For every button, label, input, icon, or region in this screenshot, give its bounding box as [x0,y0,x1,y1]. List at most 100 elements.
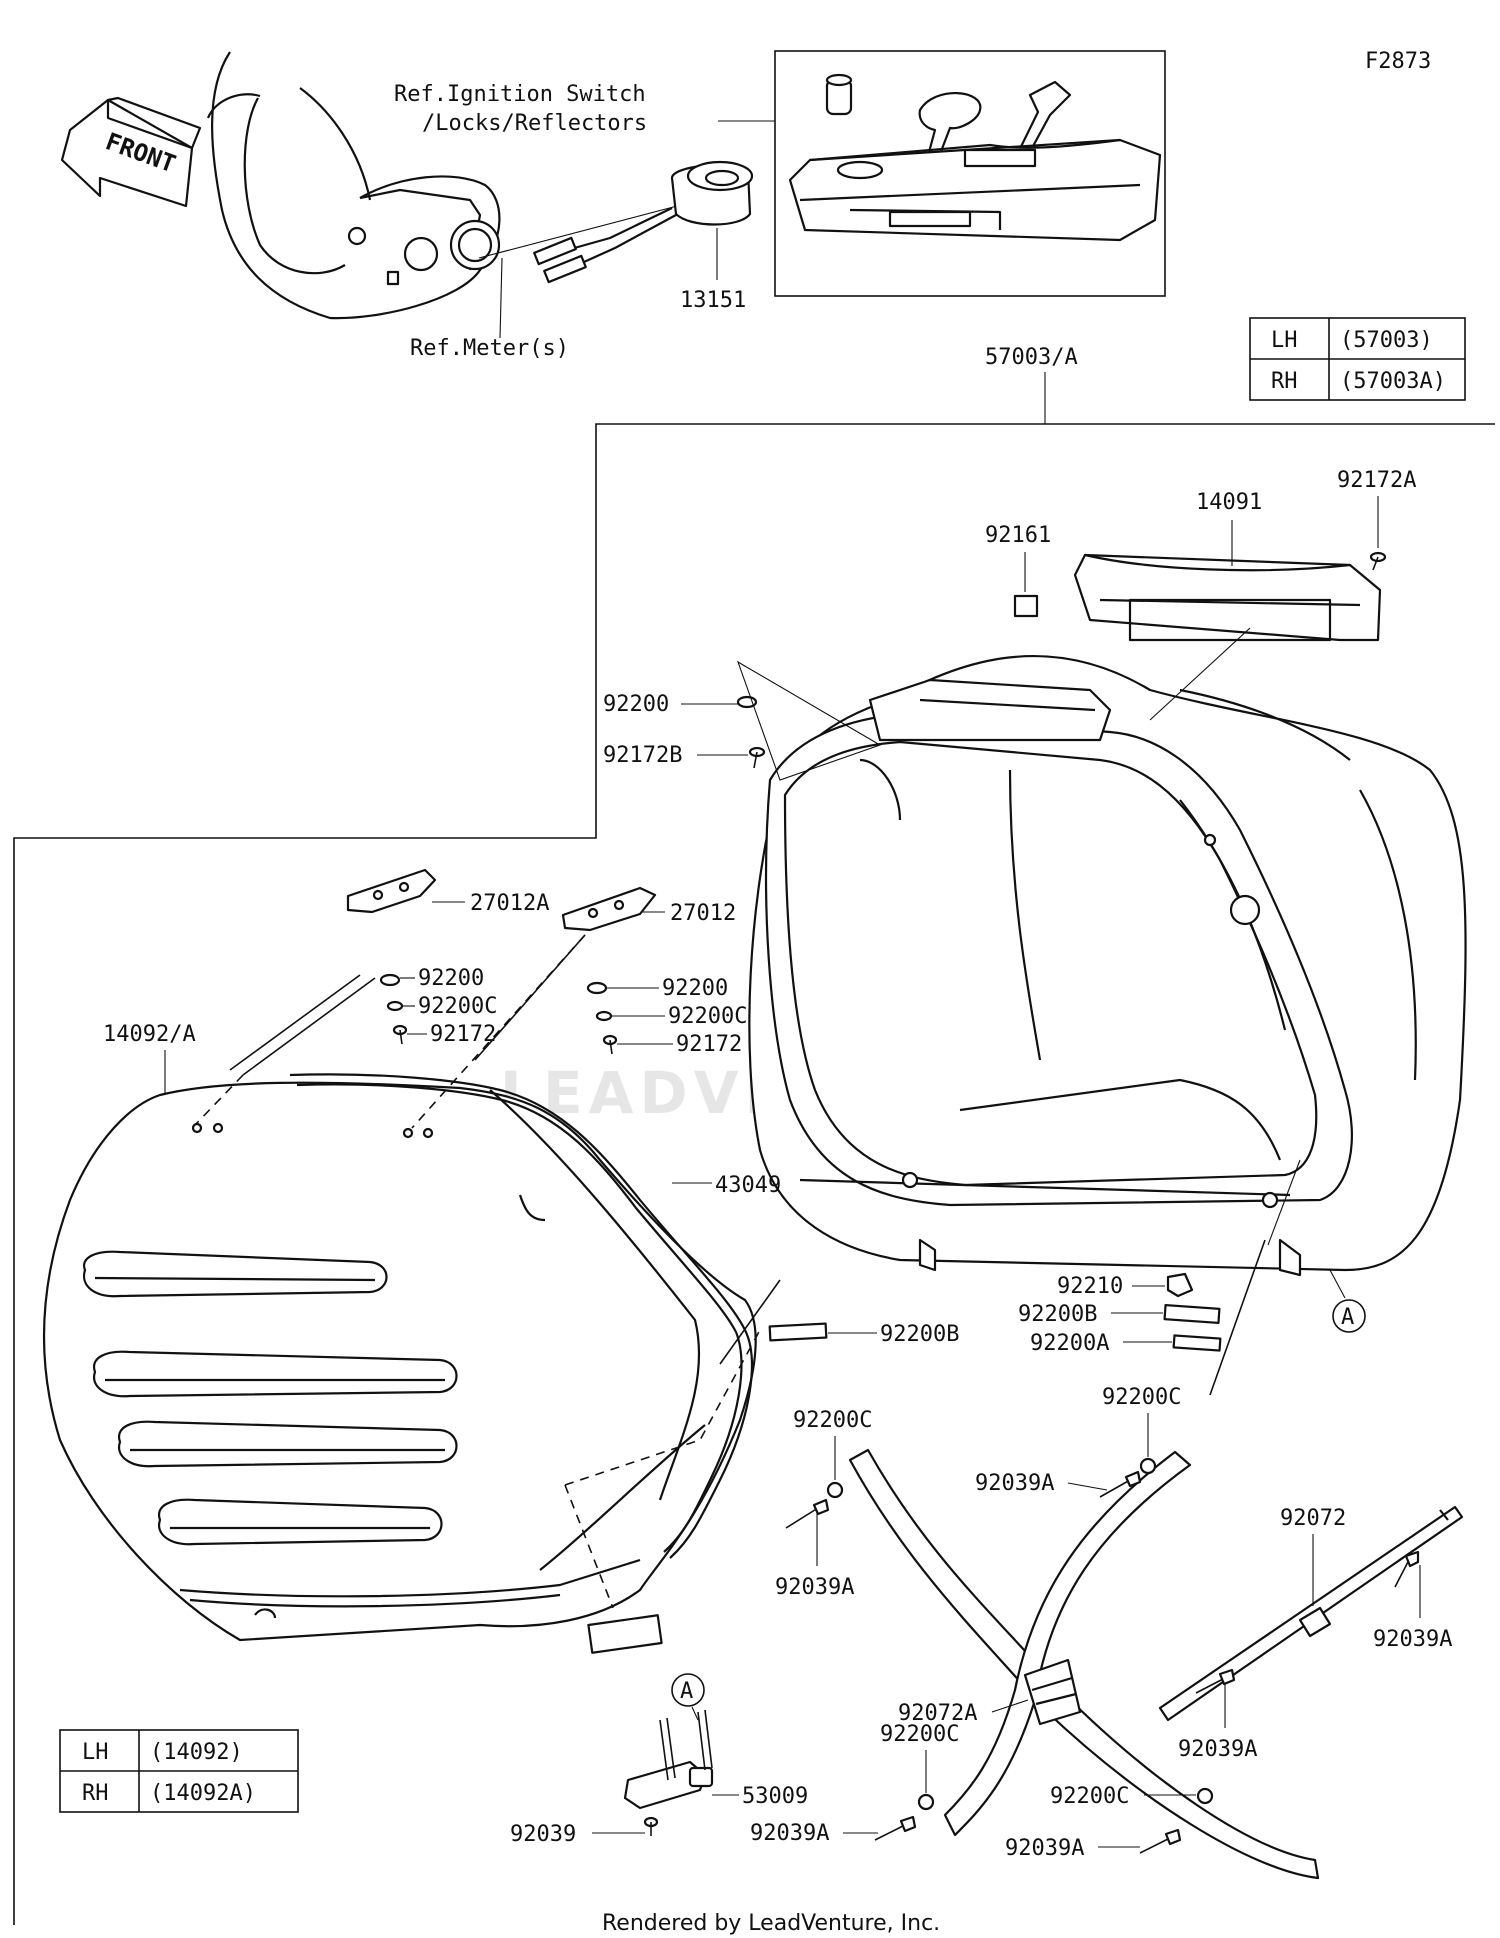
part-92200C-right-label: 92200C [1102,1385,1181,1410]
figure-code: F2873 [1365,49,1431,74]
part-92200C-bot2-label: 92200C [1050,1784,1129,1809]
rivet-92039A-low-illustration [1195,1668,1236,1694]
strap-92072A-illustration [848,1448,1320,1880]
case-table-rh-part: (57003A) [1340,369,1446,394]
saddlebag-case-illustration [748,655,1467,1277]
part-27012-label: 27012 [670,901,736,926]
guide-line [229,974,361,1071]
part-92039A-bot2-label: 92039A [1005,1836,1084,1861]
reflector-illustration [1073,553,1382,642]
part-43049-label: 43049 [715,1173,781,1198]
front-direction-arrow: FRONT [60,96,202,208]
part-92200C-right-label: 92200C [668,1004,747,1029]
part-92039A-low-label: 92039A [1178,1737,1257,1762]
callout-a-hinge [671,1673,705,1707]
guide-line [564,1484,614,1609]
trunk-housing-reference-illustration [788,138,1162,242]
plate-92200B-lid-illustration [768,1322,828,1342]
case-table-lh-side: LH [1271,328,1298,353]
ref-ignition-label-line2: /Locks/Reflectors [422,111,647,136]
part-92039A-right-label: 92039A [975,1471,1054,1496]
ref-ignition-label-line1: Ref.Ignition Switch [394,82,646,107]
part-92172-right-label: 92172 [676,1032,742,1057]
guide-line [411,934,586,1129]
part-92200C-mid-label: 92200C [793,1408,872,1433]
hinge-plate-27012-illustration [561,886,657,932]
lock-cylinder-illustration [825,73,853,116]
lid-side-table: LH (14092) RH (14092A) [59,1729,299,1813]
part-92161-label: 92161 [985,523,1051,548]
part-13151-label: 13151 [680,288,746,313]
part-92200-left-label: 92200 [418,966,484,991]
part-14091-label: 14091 [1196,490,1262,515]
screw-92172B-illustration [748,746,766,769]
guide-line [719,1279,781,1365]
case-table-lh-part: (57003) [1340,328,1433,353]
callout-a-case-letter: A [1341,1305,1354,1330]
washer-92200C-bot1-illustration [917,1793,935,1811]
rivet-92039A-bot1-illustration [874,1815,917,1841]
lid-rib-3 [117,1420,458,1468]
part-92200C-bot1-label: 92200C [880,1722,959,1747]
part-92072-label: 92072 [1280,1506,1346,1531]
guide-line [474,934,586,1061]
washer-92200C-bot2-illustration [1196,1787,1214,1805]
rivet-92039A-far-illustration [1394,1550,1420,1588]
callout-a-hinge-letter: A [680,1679,693,1704]
lid-rib-1 [82,1250,388,1298]
part-92039A-mid-label: 92039A [775,1575,854,1600]
screw-92172A-illustration [1369,551,1387,571]
guide-line [194,1074,244,1126]
part-92172A-label: 92172A [1337,468,1416,493]
part-92072A-label: 92072A [898,1701,977,1726]
hinge-plate-27012A-illustration [346,868,437,914]
lid-rib-2 [92,1350,458,1398]
rivet-92039A-mid-illustration [785,1498,830,1529]
assembly-frame [13,423,1495,1925]
guide-line [1267,1159,1301,1246]
lid-table-lh-part: (14092) [150,1740,243,1765]
part-53009-label: 53009 [742,1784,808,1809]
guide-line [564,1329,761,1486]
part-92200B-lid-label: 92200B [880,1322,959,1347]
part-92172B-label: 92172B [603,743,682,768]
plate-92200A-illustration [1172,1334,1222,1352]
rivet-92039A-right-illustration [1099,1470,1142,1498]
part-92200B-case-label: 92200B [1018,1302,1097,1327]
fasteners-right-illustration [586,981,618,1055]
lid-table-rh-part: (14092A) [150,1781,256,1806]
dashboard-reference-illustration [206,51,501,320]
lid-rib-4 [157,1498,443,1546]
accessory-socket-illustration [533,160,754,284]
washer-92200C-mid-illustration [826,1481,844,1499]
part-92200-right-label: 92200 [662,976,728,1001]
part-14092A-label: 14092/A [103,1022,196,1047]
rubber-92161-illustration [1013,594,1039,618]
saddlebag-lid-illustration [42,1073,757,1654]
part-92210-label: 92210 [1057,1274,1123,1299]
hinge-53009-illustration [623,1709,714,1836]
part-92200A-label: 92200A [1030,1331,1109,1356]
washer-92200C-right-illustration [1139,1457,1157,1475]
case-table-rh-side: RH [1271,369,1298,394]
rivet-92039A-bot2-illustration [1139,1828,1182,1854]
ref-meter-label: Ref.Meter(s) [410,336,569,361]
part-92039A-bot1-label: 92039A [750,1821,829,1846]
part-92200C-left-label: 92200C [418,994,497,1019]
plate-92200B-case-illustration [1163,1304,1221,1324]
part-92039-label: 92039 [510,1822,576,1847]
part-57003A-label: 57003/A [985,345,1078,370]
fasteners-left-illustration [379,973,408,1045]
lid-table-lh-side: LH [82,1740,109,1765]
part-27012A-label: 27012A [470,891,549,916]
part-92200-top-label: 92200 [603,692,669,717]
nut-92210-illustration [1166,1272,1194,1298]
part-92172-left-label: 92172 [430,1022,496,1047]
guide-line [1209,1239,1266,1396]
case-side-table: LH (57003) RH (57003A) [1249,317,1466,401]
footer-credit: Rendered by LeadVenture, Inc. [602,1911,940,1936]
ref-locks-box [774,50,1166,297]
part-92039A-far-label: 92039A [1373,1627,1452,1652]
strap-92072-illustration [1158,1505,1464,1722]
